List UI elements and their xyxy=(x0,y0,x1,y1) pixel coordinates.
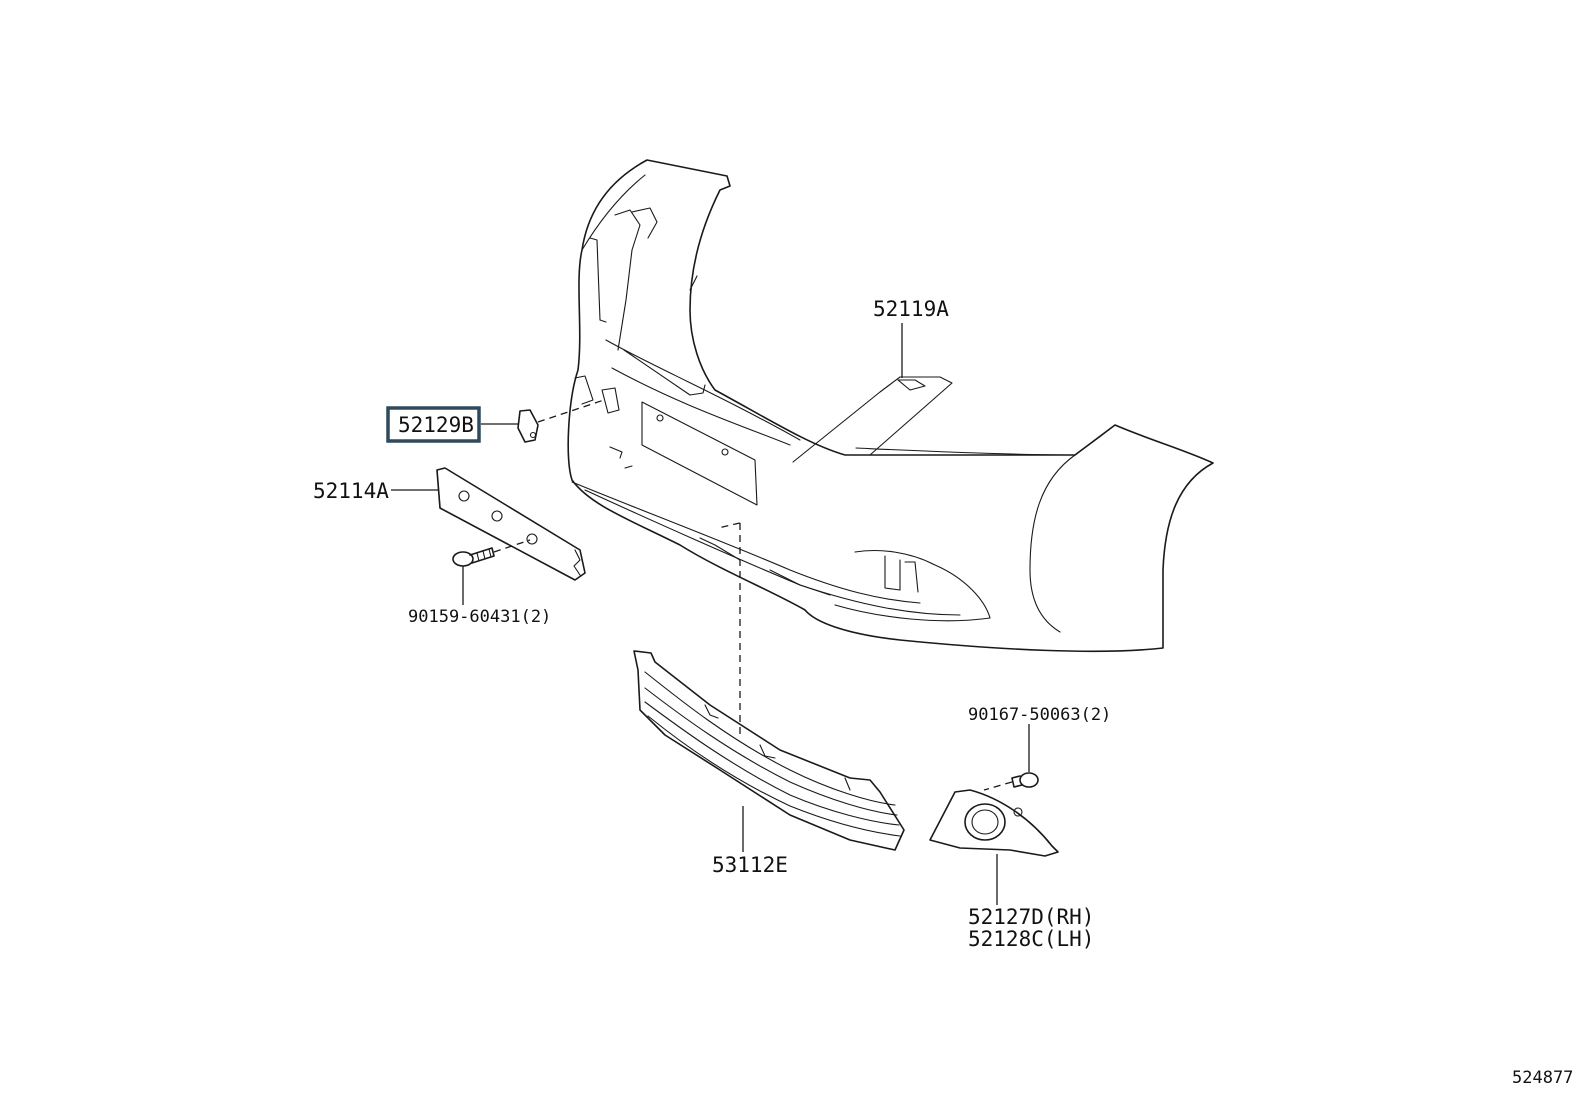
diagram-id: 524877 xyxy=(1512,1068,1573,1088)
bumper-reinforcement[interactable] xyxy=(436,467,586,581)
bolt-90167-line xyxy=(983,781,1013,791)
label-90167-50063[interactable]: 90167-50063(2) xyxy=(968,705,1111,725)
highlight-box xyxy=(386,406,481,443)
bolt-90159-line xyxy=(493,539,531,553)
label-53112E[interactable]: 53112E xyxy=(712,853,788,877)
bolt-90167[interactable] xyxy=(1011,772,1039,788)
bolt-90159[interactable] xyxy=(452,547,495,567)
lower-grille[interactable] xyxy=(633,650,905,851)
label-52127D-RH[interactable]: 52127D(RH) xyxy=(968,905,1094,929)
fog-lamp-cover[interactable] xyxy=(929,789,1059,857)
label-52114A[interactable]: 52114A xyxy=(313,479,389,503)
label-90159-60431[interactable]: 90159-60431(2) xyxy=(408,607,551,627)
label-52119A[interactable]: 52119A xyxy=(873,297,949,321)
label-52128C-LH[interactable]: 52128C(LH) xyxy=(968,927,1094,951)
label-52129B[interactable]: 52129B xyxy=(398,413,474,437)
grille-clip-line-2 xyxy=(717,522,741,529)
bumper-cover[interactable] xyxy=(567,159,1214,653)
tow-hook-cover[interactable] xyxy=(517,409,539,443)
